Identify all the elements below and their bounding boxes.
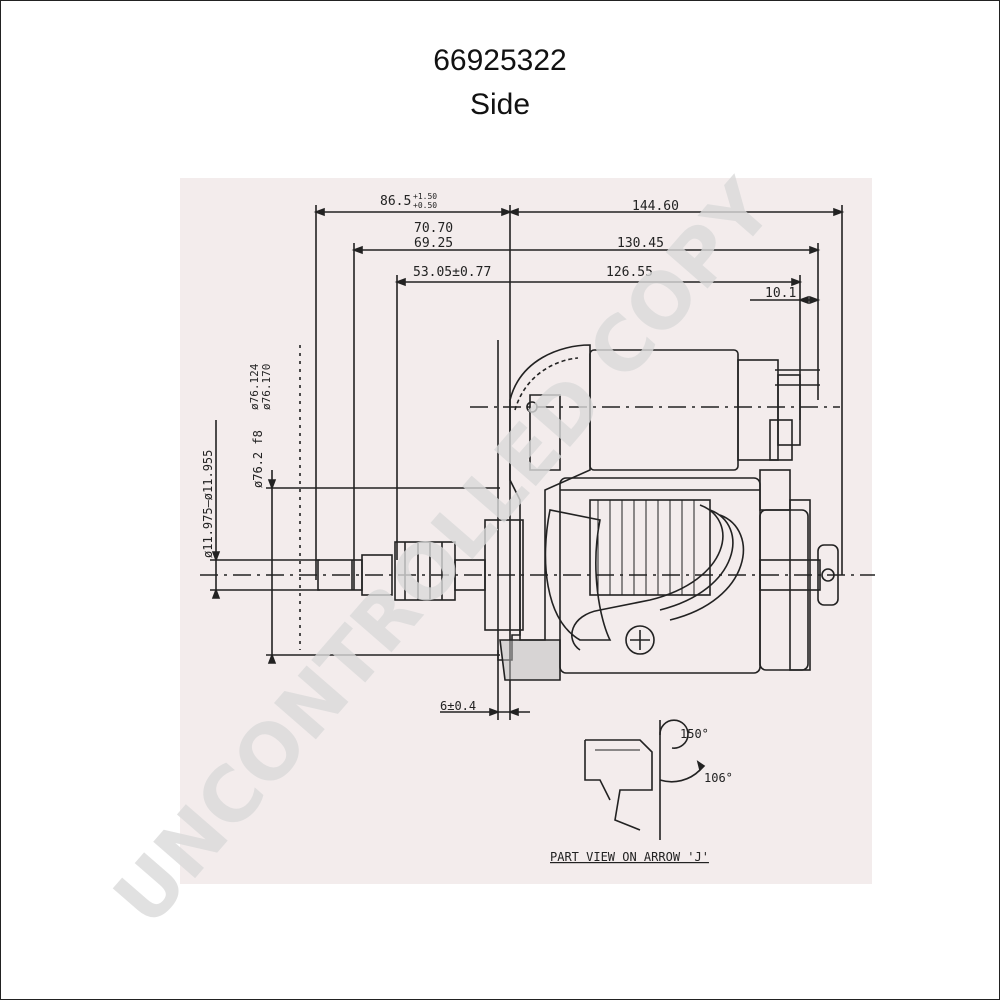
part-view-caption: PART VIEW ON ARROW 'J'	[550, 850, 709, 864]
view-subtitle: Side	[469, 88, 531, 121]
dim-overall-right: 144.60	[632, 199, 679, 214]
dim-overall-left-tol-upper: +1.50	[413, 192, 437, 201]
part-view-angle-b: 106°	[704, 771, 733, 785]
dim-pilot-tol-lower: ø76.170	[260, 364, 273, 410]
dim-third-left: 53.05±0.77	[413, 265, 491, 280]
dim-pilot-diameter: ø76.2 f8	[251, 430, 265, 488]
dim-overall-left-tol-lower: +0.50	[413, 201, 437, 210]
dimension-flange	[440, 650, 530, 720]
commutator-end-cover	[759, 499, 839, 671]
dim-second-right: 130.45	[617, 236, 664, 251]
part-number-title: 66925322	[433, 44, 567, 77]
solenoid	[526, 349, 820, 511]
part-view-j	[584, 719, 706, 840]
dimension-third	[394, 275, 821, 560]
gear-housing	[509, 344, 591, 641]
dim-second-left-upper: 70.70	[414, 221, 453, 236]
dim-second-left-lower: 69.25	[414, 236, 453, 251]
pinion-shaft	[317, 541, 486, 601]
dim-flange-thickness: 6±0.4	[440, 699, 476, 713]
dim-shaft-diameter: ø11.975–ø11.955	[201, 450, 215, 558]
dim-terminal-offset: 10.1	[765, 286, 796, 301]
dimension-second	[351, 243, 821, 590]
drawing-sheet	[180, 178, 872, 884]
motor-body	[544, 477, 761, 674]
dimension-shaft-diameter	[210, 420, 320, 599]
dim-overall-left: 86.5	[380, 194, 411, 209]
dim-third-right: 126.55	[606, 265, 653, 280]
part-view-angle-a: 150°	[680, 727, 709, 741]
dimension-pilot-diameter	[266, 345, 500, 664]
drive-end-flange	[484, 340, 561, 681]
dim-pilot-tol-upper: ø76.124	[248, 363, 261, 410]
